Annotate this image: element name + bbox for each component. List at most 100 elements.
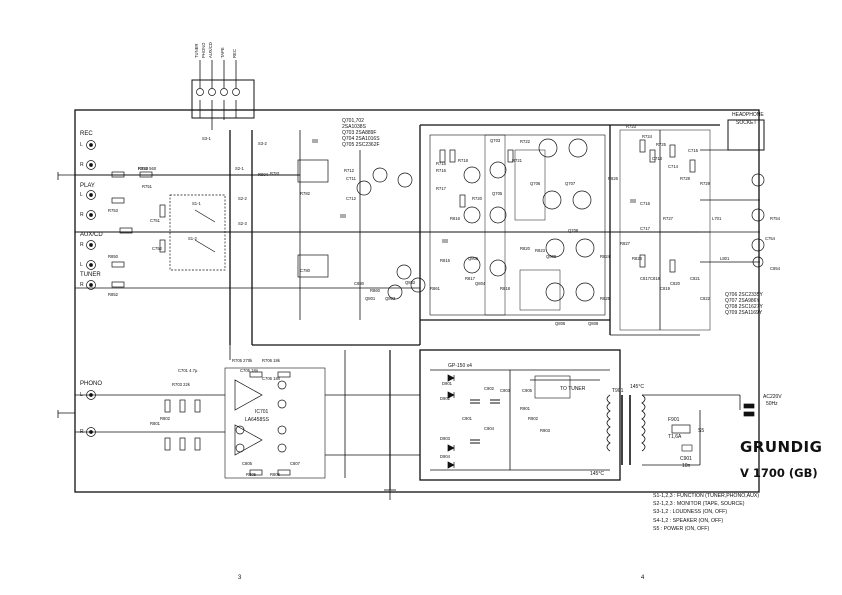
part-ref-label: R901 [520, 406, 531, 411]
input-rec-l-label: L [80, 142, 83, 148]
part-ref-label: R723 [626, 124, 637, 129]
part-ref-label: C880 [354, 281, 365, 286]
part-ref-label: D903 [440, 436, 451, 441]
part-ref-label: C822 [700, 296, 711, 301]
input-aux-label: AUX/CD [80, 232, 103, 238]
thermal-a-label: 145°C [630, 384, 644, 390]
ic-type-label: LA6458SS [245, 417, 270, 423]
part-ref-label: R781 [270, 171, 281, 176]
part-ref-label: C701 4.7µ [178, 368, 198, 373]
part-ref-label: R820 [520, 246, 531, 251]
input-tuner-r-label: R [80, 282, 84, 288]
part-ref-label: C820 [670, 281, 681, 286]
part-ref-label: Q808 [588, 321, 599, 326]
q-list-top-4: Q705 2SC2362F [342, 142, 380, 148]
part-ref-label: R729 [700, 181, 711, 186]
part-ref-label: Q801 [365, 296, 376, 301]
part-ref-label: C805 [242, 461, 253, 466]
part-ref-label: R826 [608, 176, 619, 181]
part-ref-label: L801 [720, 256, 730, 261]
legend-line: S4-1,2 : SPEAKER (ON, OFF) [653, 517, 724, 524]
part-ref-label: Q809 [546, 254, 557, 259]
part-ref-label: S2-1 [235, 166, 245, 171]
part-ref-label: R751 [142, 184, 153, 189]
part-ref-label: R703 22k [172, 382, 191, 387]
part-ref-label: Q803 [385, 296, 396, 301]
tuner-supply-label: TO TUNER [560, 386, 586, 392]
schematic-labels: REC L R PLAY L R AUX/CD R L TUNER R PHON… [80, 42, 782, 477]
part-ref-label: R724 [642, 134, 653, 139]
part-ref-label: R712 [344, 168, 355, 173]
part-ref-label: C903 [500, 388, 511, 393]
q-list-top-2: Q703 2SA889F [342, 130, 376, 136]
part-ref-label: D901 [442, 381, 453, 386]
part-reference-labels: R752 560R751R753R850R852C751C752S1-1S1-2… [108, 124, 781, 477]
part-ref-label: C819 [660, 286, 671, 291]
part-ref-label: R827 [620, 241, 631, 246]
t901-label: T901 [612, 388, 624, 394]
input-phono-label: PHONO [80, 381, 102, 387]
legend-line: S2-1,2,3 : MONITOR (TAPE, SOURCE) [653, 501, 745, 508]
part-ref-label: R823 [535, 248, 546, 253]
q-list-bottom-1: Q707 2SA986Y [725, 298, 760, 304]
q-list-top-3: Q704 2SA1016S [342, 136, 380, 142]
legend-line: S5 : POWER (ON, OFF) [653, 525, 710, 532]
part-ref-label: R861 [430, 286, 441, 291]
part-ref-label: R902 [528, 416, 539, 421]
part-ref-label: R753 [108, 208, 119, 213]
input-phono-l-label: L [80, 392, 83, 398]
part-ref-label: S1-2 [188, 236, 198, 241]
part-ref-label: S3-2 [258, 141, 268, 146]
part-ref-label: R825 [600, 296, 611, 301]
input-phono-r-label: R [80, 429, 84, 435]
part-ref-label: Q802 [405, 280, 416, 285]
part-ref-label: C904 [484, 426, 495, 431]
part-ref-label: Q805 [468, 256, 479, 261]
part-ref-label: C752 [152, 246, 163, 251]
input-play-r-label: R [80, 212, 84, 218]
c901-val-label: 10n [682, 463, 691, 469]
thermal-b-label: 145°C [590, 471, 604, 477]
part-ref-label: S3-1 [202, 136, 212, 141]
part-ref-label: C817 [640, 276, 651, 281]
mains-label: AC220V [763, 394, 782, 400]
part-ref-label: R816 [450, 216, 461, 221]
part-ref-label: C705 18n [240, 368, 259, 373]
c901-label: C901 [680, 456, 692, 462]
function-label-1: PHONO [201, 42, 206, 58]
q-list-top-1: 2SA1038S [342, 124, 367, 130]
part-ref-label: R801 [150, 421, 161, 426]
s5-label: S5 [698, 428, 704, 434]
fuse-label: F901 [668, 417, 680, 423]
part-ref-label: R718 [458, 158, 469, 163]
part-ref-label: R752 560 [138, 166, 157, 171]
part-ref-label: S2-3 [238, 221, 248, 226]
part-ref-label: C751 [150, 218, 161, 223]
part-ref-label: R705 270k [232, 358, 253, 363]
function-label-2: AUX/CD [208, 42, 213, 58]
part-ref-label: R860 [370, 288, 381, 293]
part-ref-label: R805 [246, 472, 257, 477]
input-rec-label: REC [80, 131, 93, 137]
part-ref-label: R706 18k [262, 358, 281, 363]
part-ref-label: R722 [520, 139, 531, 144]
part-ref-label: C807 [290, 461, 301, 466]
part-ref-label: C821 [690, 276, 701, 281]
input-tuner-label: TUNER [80, 272, 101, 278]
part-ref-label: R715 [436, 161, 447, 166]
part-ref-label: C780 [300, 268, 311, 273]
part-ref-label: R806 [270, 472, 281, 477]
part-ref-label: R829 [138, 166, 149, 171]
part-ref-label: C854 [770, 266, 781, 271]
q-list-bottom-0: Q706 2SC2335Y [725, 292, 763, 298]
part-ref-label: R802 [160, 416, 171, 421]
part-ref-label: D902 [440, 396, 451, 401]
part-ref-label: R782 [300, 191, 311, 196]
ic-label: IC701 [255, 409, 269, 415]
part-ref-label: C905 [522, 388, 533, 393]
model-label: V 1700 (GB) [740, 466, 818, 480]
part-ref-label: R720 [472, 196, 483, 201]
part-ref-label: R725 [656, 142, 667, 147]
part-ref-label: S1-1 [192, 201, 202, 206]
